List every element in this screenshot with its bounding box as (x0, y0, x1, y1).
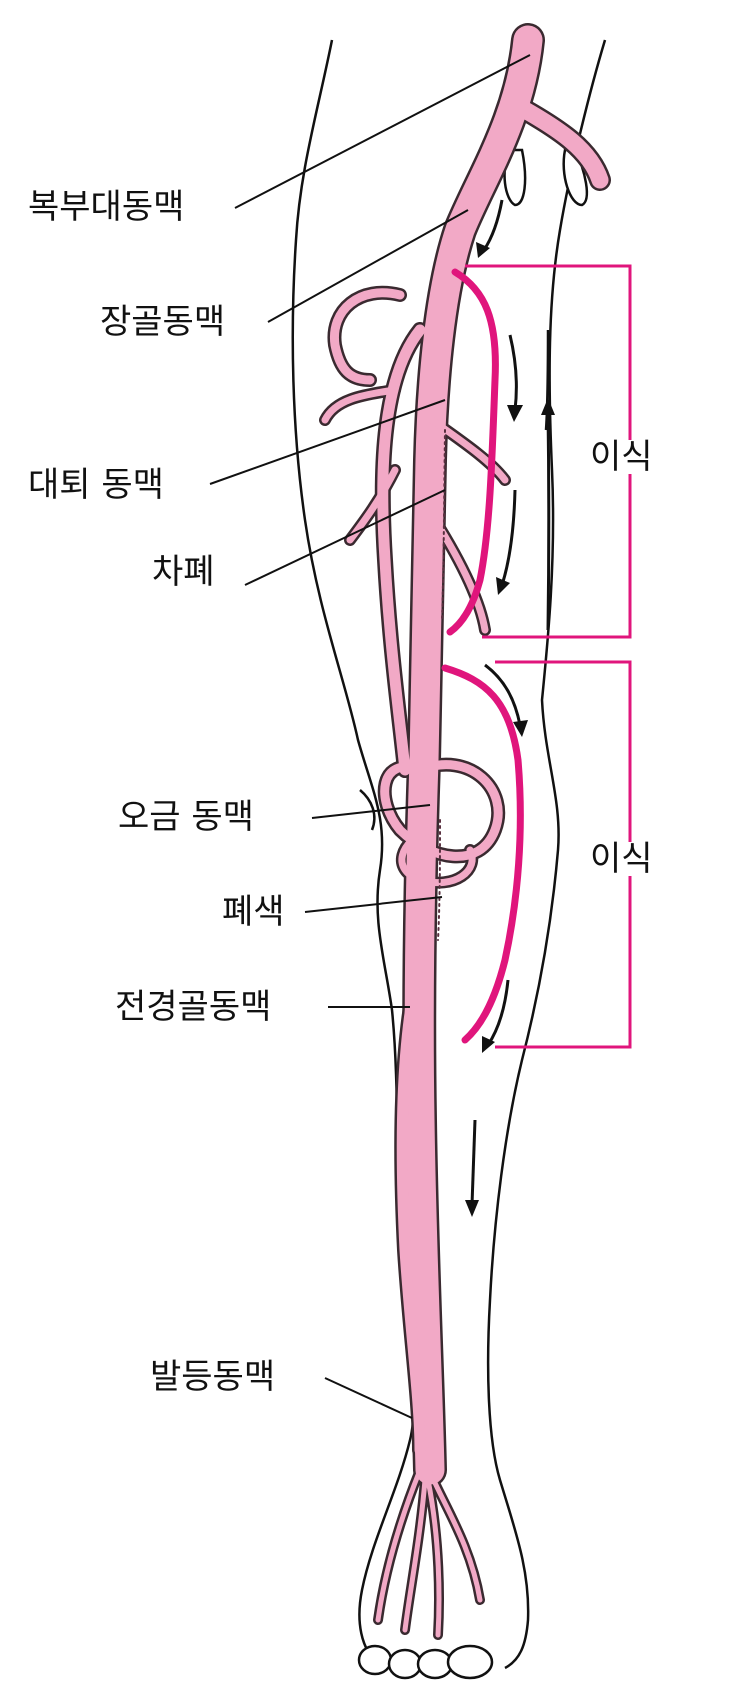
aorta (404, 25, 543, 1485)
leader-occlusion-upper (244, 489, 446, 586)
foot-branches (375, 1457, 483, 1638)
arrowhead (476, 242, 490, 258)
arrow-graft1-a (508, 334, 518, 411)
arrowhead (513, 720, 528, 737)
label-graft-lower: 이식 (590, 839, 653, 879)
arrow-heads (465, 242, 555, 1217)
arrowhead (496, 577, 510, 595)
branch-2 (428, 416, 509, 484)
arteries (319, 23, 611, 1640)
arrow-tibial (470, 1119, 477, 1206)
occlusion-marks-upper (441, 429, 446, 621)
leg-outline (291, 39, 607, 1670)
arrowhead (507, 405, 523, 422)
label-anterior-tibial-artery: 전경골동맥 (115, 987, 272, 1027)
toe-1 (357, 1644, 393, 1676)
label-popliteal-artery: 오금 동맥 (118, 797, 254, 837)
circumflex-branch (329, 288, 405, 385)
iliac-bifurcation (516, 101, 609, 189)
arrow-graft1-b (500, 489, 517, 586)
label-iliac-artery: 장골동맥 (100, 302, 226, 342)
graft-upper (446, 268, 499, 636)
knee-crease-right (544, 329, 550, 431)
leg-outline-left (291, 39, 416, 1666)
leader-occlusion-lower (304, 896, 443, 913)
arrowhead (465, 1200, 479, 1217)
arrow-graft2-a (484, 663, 522, 726)
arrowhead (541, 398, 555, 415)
leader-dorsalis-pedis (324, 1377, 413, 1419)
flow-arrows (470, 199, 551, 1206)
label-occlusion-upper: 차폐 (152, 552, 215, 592)
graft-lower (441, 664, 524, 1044)
leader-lines (209, 54, 531, 1419)
arrow-return (546, 409, 551, 631)
leader-iliac (267, 209, 469, 323)
toe-4 (446, 1644, 494, 1680)
toe-2 (387, 1648, 423, 1680)
genicular-loop-2 (398, 826, 476, 887)
knee-crease-left (359, 789, 376, 831)
toes (357, 1644, 494, 1680)
anterior-tibial (396, 954, 426, 1456)
branch-1 (321, 386, 399, 424)
leader-femoral (209, 399, 446, 485)
bypass-grafts (441, 268, 524, 1044)
label-graft-upper: 이식 (590, 437, 653, 477)
pelvic-vessels (503, 148, 589, 207)
label-dorsalis-pedis-artery: 발등동맥 (150, 1357, 276, 1397)
leader-abdominal-aorta (234, 54, 531, 209)
genicular-loop (380, 760, 503, 861)
label-abdominal-aorta: 복부대동맥 (28, 187, 185, 227)
leg-outline-right (486, 39, 607, 1670)
label-occlusion-lower: 폐색 (222, 892, 285, 932)
leader-popliteal (311, 804, 431, 819)
label-femoral-artery: 대퇴 동맥 (28, 465, 164, 505)
occlusion-marks-lower (437, 819, 441, 941)
arrowhead (482, 1036, 495, 1053)
